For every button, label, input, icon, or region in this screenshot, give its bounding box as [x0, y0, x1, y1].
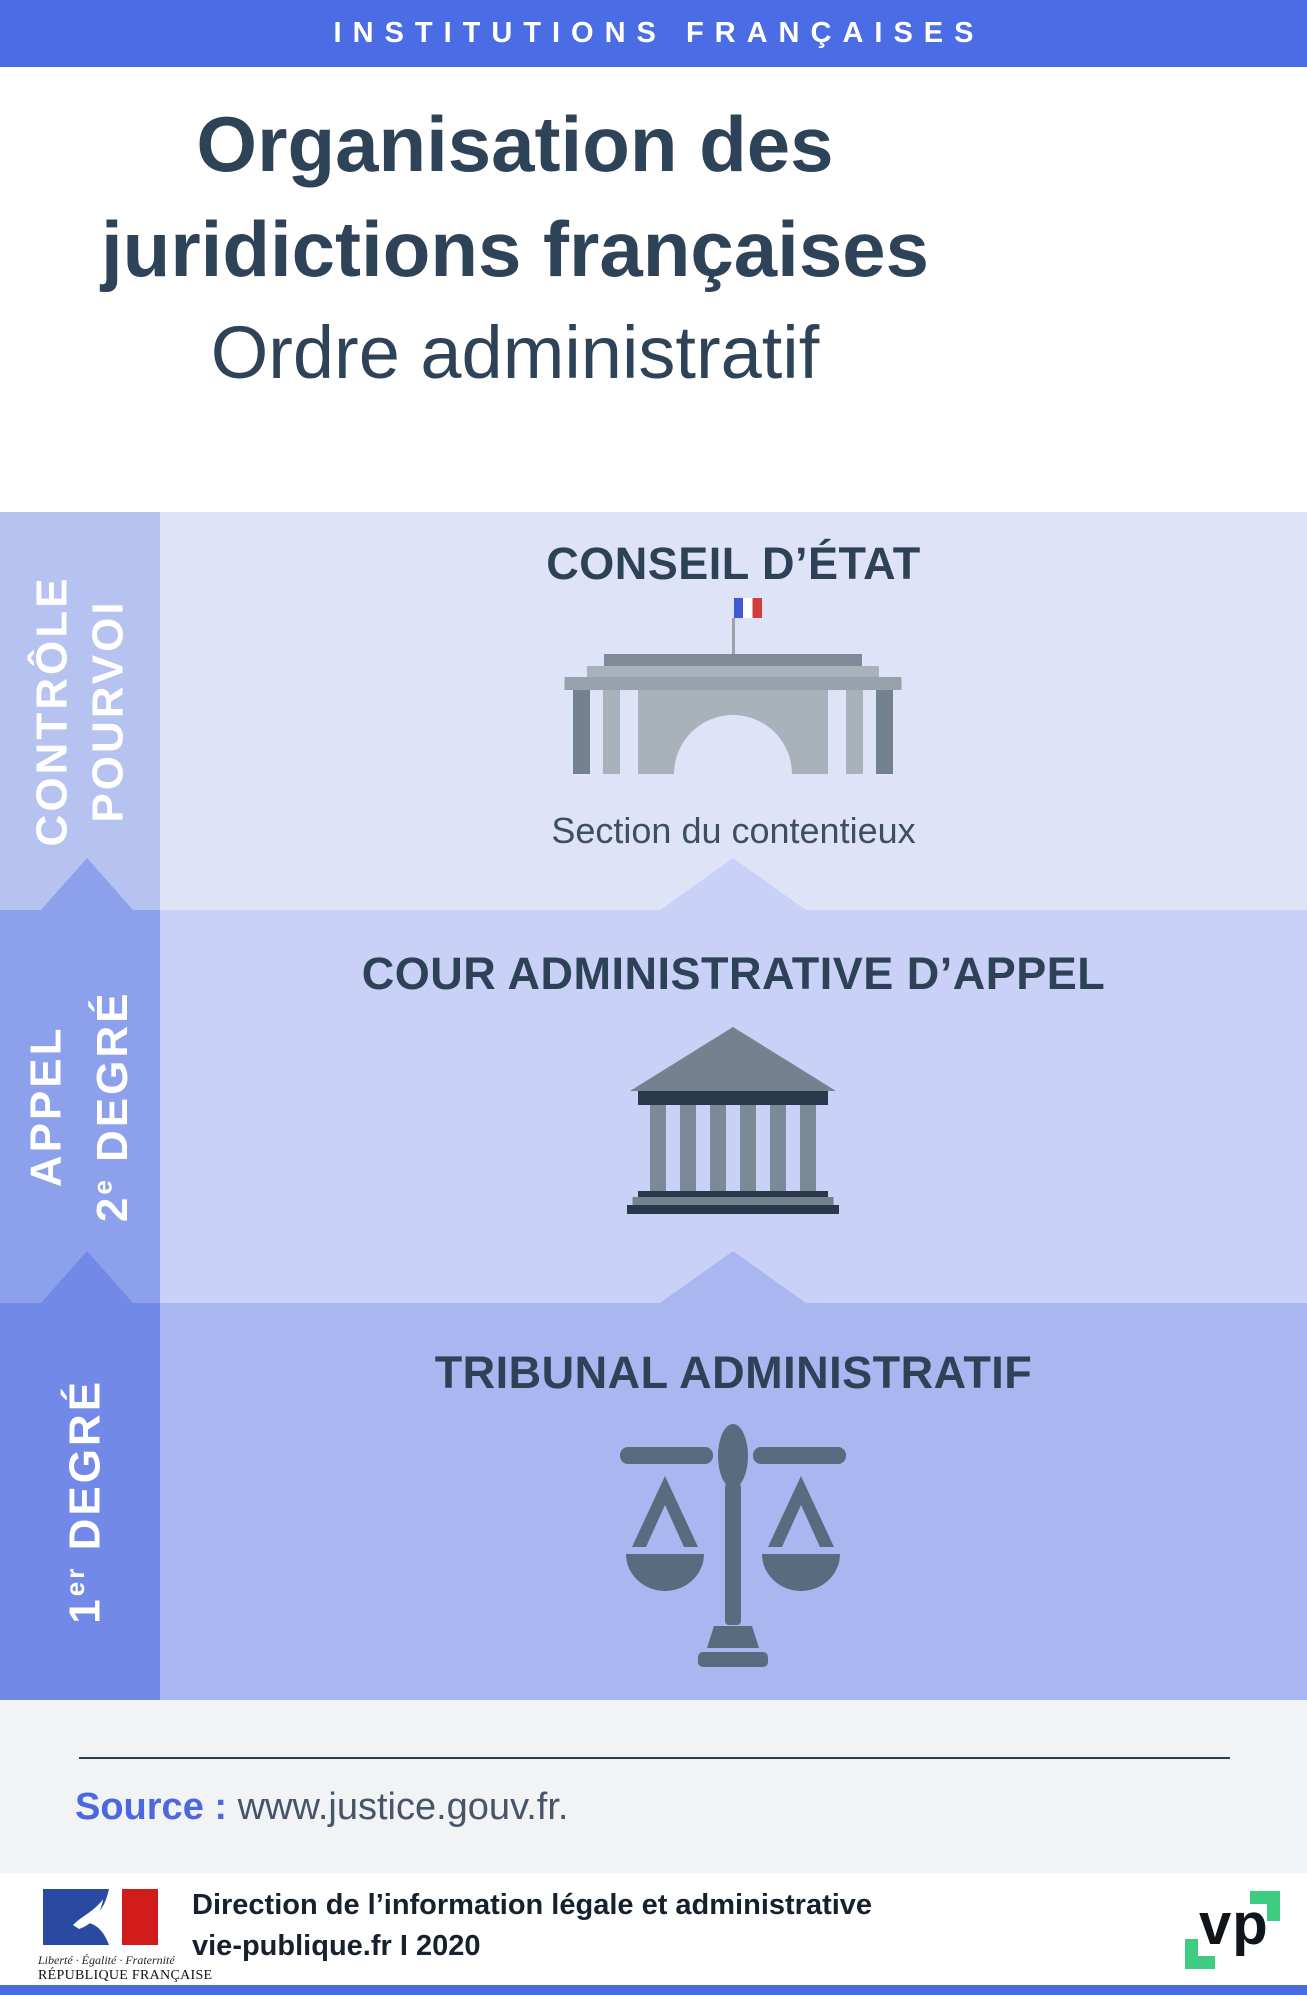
sidebar-1er-degre: 1er DEGRÉ: [0, 1303, 160, 1700]
temple-pediment: [630, 1027, 836, 1091]
arc-column: [573, 690, 590, 774]
degree-sup: e: [87, 1177, 118, 1195]
french-tricolor-marianne-icon: [43, 1889, 158, 1945]
degree-word: DEGRÉ: [60, 1379, 110, 1566]
degree-sup: er: [59, 1565, 90, 1597]
vie-publique-vp-logo: vp: [1185, 1891, 1280, 1969]
footer: Liberté · Égalité · Fraternité RÉPUBLIQU…: [0, 1873, 1307, 1985]
credit-text: Direction de l’information légale et adm…: [192, 1885, 872, 1967]
arc-column: [603, 690, 620, 774]
sidebar-line-2e-degre: 2e DEGRÉ: [75, 991, 142, 1223]
temple-column: [710, 1105, 726, 1191]
credit-line-2: vie-publique.fr I 2020: [192, 1930, 481, 1962]
title-line-1: Organisation des: [196, 100, 834, 188]
degree-word: DEGRÉ: [88, 990, 138, 1178]
sidebar-line-1er-degre: 1er DEGRÉ: [47, 1379, 114, 1624]
green-corner-bracket-icon: [1250, 1891, 1280, 1921]
level-conseil-detat: CONTRÔLE POURVOI CONSEIL D’ÉTAT Section …: [0, 512, 1307, 910]
temple-column: [800, 1105, 816, 1191]
sidebar-label-1er-degre: 1er DEGRÉ: [47, 1379, 114, 1624]
up-arrow-sidebar-level3-icon: [41, 1251, 133, 1303]
sidebar-label-appel: APPEL 2e DEGRÉ: [19, 991, 142, 1223]
arc-opening: [674, 715, 792, 774]
republique-francaise-text: RÉPUBLIQUE FRANÇAISE: [38, 1968, 213, 1983]
temple-building-icon: [627, 1027, 839, 1214]
up-arrow-sidebar-level2-icon: [41, 858, 133, 910]
divider-line: [79, 1757, 1230, 1759]
flag-pole: [732, 618, 735, 655]
temple-column: [770, 1105, 786, 1191]
bottom-blue-bar: [0, 1985, 1307, 1995]
top-banner: INSTITUTIONS FRANÇAISES: [0, 0, 1307, 67]
arc-column: [846, 690, 863, 774]
temple-base: [632, 1197, 834, 1205]
arc-roof-bar-middle: [587, 666, 879, 677]
level-tribunal-administratif: 1er DEGRÉ TRIBUNAL ADMINISTRATIF: [0, 1303, 1307, 1700]
temple-entablature: [638, 1091, 828, 1105]
french-flag-icon: [734, 598, 762, 618]
degree-number: 2: [88, 1194, 138, 1223]
level-cour-administrative-dappel: APPEL 2e DEGRÉ COUR ADMINISTRATIVE D’APP…: [0, 910, 1307, 1303]
page-title: Organisation des juridictions françaises…: [0, 92, 1030, 404]
arc-roof-bar-bottom: [564, 677, 902, 690]
source-line: Source : www.justice.gouv.fr.: [75, 1786, 568, 1829]
source-area: Source : www.justice.gouv.fr.: [0, 1700, 1307, 1873]
source-label: Source :: [75, 1786, 228, 1828]
temple-column: [650, 1105, 666, 1191]
subtitle-section-contentieux: Section du contentieux: [551, 810, 916, 851]
sidebar-controle-pourvoi: CONTRÔLE POURVOI: [0, 512, 160, 910]
heading-tribunal-administratif: TRIBUNAL ADMINISTRATIF: [434, 1347, 1033, 1398]
up-arrow-center-level2-icon: [660, 858, 806, 910]
sidebar-appel-2e-degre: APPEL 2e DEGRÉ: [0, 910, 160, 1303]
arc-de-triomphe-building-icon: [553, 598, 913, 782]
sidebar-line-controle: CONTRÔLE: [27, 575, 77, 847]
sidebar-line-pourvoi: POURVOI: [83, 599, 133, 823]
heading-conseil-detat: CONSEIL D’ÉTAT: [546, 538, 921, 589]
temple-base: [638, 1191, 828, 1197]
motto-text: Liberté · Égalité · Fraternité: [38, 1953, 175, 1967]
credit-line-1: Direction de l’information légale et adm…: [192, 1889, 873, 1921]
sidebar-label-controle-pourvoi: CONTRÔLE POURVOI: [24, 576, 136, 847]
green-corner-bracket-icon: [1185, 1939, 1215, 1969]
arc-column: [876, 690, 893, 774]
degree-number: 1: [60, 1596, 110, 1624]
title-line-3: Ordre administratif: [210, 311, 820, 394]
arc-body: [638, 690, 828, 774]
source-url: www.justice.gouv.fr.: [237, 1786, 569, 1828]
sidebar-line-appel: APPEL: [21, 1025, 71, 1188]
temple-column: [680, 1105, 696, 1191]
up-arrow-center-level3-icon: [660, 1251, 806, 1303]
banner-label: INSTITUTIONS FRANÇAISES: [333, 17, 985, 49]
arc-roof-bar-top: [604, 654, 862, 666]
title-line-2: juridictions françaises: [101, 205, 929, 293]
heading-cour-administrative-dappel: COUR ADMINISTRATIVE D’APPEL: [361, 948, 1106, 999]
vp-logo-text: vp: [1199, 1892, 1269, 1957]
scales-of-justice-icon: [620, 1424, 846, 1667]
republique-francaise-logo: Liberté · Égalité · Fraternité RÉPUBLIQU…: [38, 1889, 213, 1984]
temple-column: [740, 1105, 756, 1191]
temple-base: [627, 1205, 839, 1214]
